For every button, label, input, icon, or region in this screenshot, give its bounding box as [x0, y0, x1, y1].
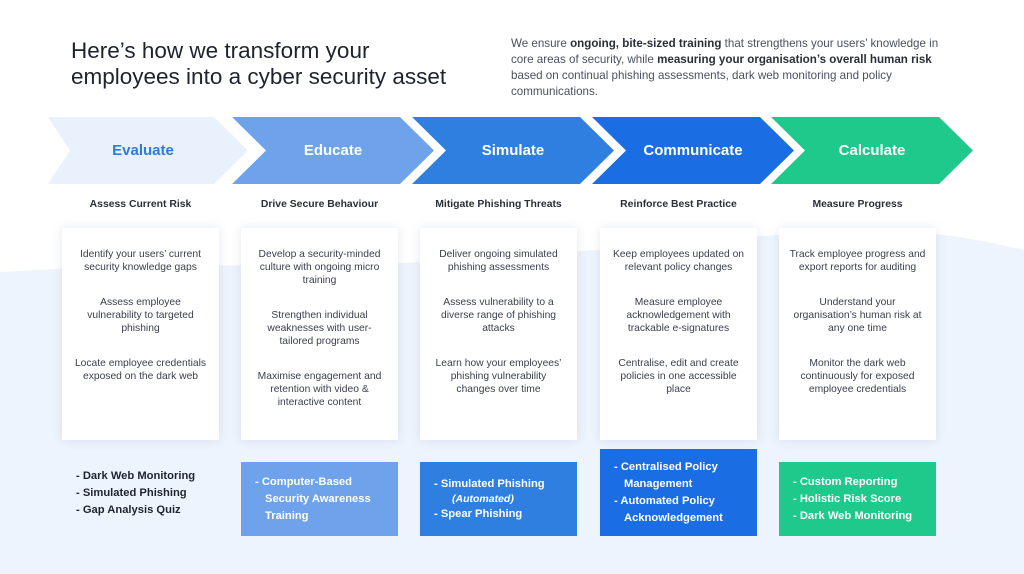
column-simulate: Mitigate Phishing Threats Deliver ongoin…	[420, 0, 577, 574]
step-label-calculate: Measure Progress	[779, 185, 936, 223]
step-details-communicate: Keep employees updated on relevant polic…	[600, 228, 757, 440]
page-headline: Here’s how we transform your employees i…	[71, 38, 491, 90]
detail-item: Assess employee vulnerability to targete…	[87, 297, 194, 334]
detail-item: Keep employees updated on relevant polic…	[612, 249, 745, 273]
product-item: - Simulated Phishing	[434, 477, 545, 490]
step-arrow-educate: Educate	[232, 117, 434, 184]
step-title-educate: Educate	[303, 142, 363, 159]
detail-item: Measure employee acknowledgement with tr…	[626, 297, 731, 334]
products-educate: - Computer-Based Security Awareness Trai…	[241, 462, 398, 536]
step-arrow-evaluate: Evaluate	[48, 117, 248, 184]
column-evaluate: Assess Current Risk Identify your users’…	[62, 0, 219, 574]
product-item: - Custom Reporting	[793, 475, 898, 488]
step-title-simulate: Simulate	[481, 142, 545, 159]
detail-item: Assess vulnerability to a diverse range …	[440, 297, 557, 334]
product-item: - Automated Policy	[614, 494, 715, 507]
column-communicate: Reinforce Best Practice Keep employees u…	[600, 0, 757, 574]
product-item: - Centralised Policy	[614, 460, 718, 473]
products-communicate: - Centralised Policy Management - Automa…	[600, 449, 757, 536]
product-item: - Gap Analysis Quiz	[76, 503, 181, 516]
product-item-note: (Automated)	[452, 492, 514, 505]
products-evaluate: - Dark Web Monitoring - Simulated Phishi…	[62, 450, 219, 536]
step-title-evaluate: Evaluate	[112, 142, 174, 159]
column-calculate: Measure Progress Track employee progress…	[779, 0, 936, 574]
product-item-continued: Security Awareness	[265, 492, 371, 505]
intro-text-3: based on continual phishing assessments,…	[511, 69, 892, 98]
intro-text-1: We ensure	[511, 37, 571, 50]
step-label-evaluate: Assess Current Risk	[62, 185, 219, 223]
product-item-continued: Acknowledgement	[624, 511, 723, 524]
products-simulate: - Simulated Phishing (Automated) - Spear…	[420, 462, 577, 536]
headline-line-2: employees into a cyber security asset	[71, 64, 447, 89]
detail-item: Identify your users’ current security kn…	[80, 249, 201, 273]
detail-item: Locate employee credentials exposed on t…	[74, 358, 207, 382]
product-item-continued: Training	[265, 509, 309, 522]
detail-item: Learn how your employees’ phishing vulne…	[435, 358, 562, 395]
step-label-educate: Drive Secure Behaviour	[241, 185, 398, 223]
product-item-continued: Management	[624, 477, 693, 490]
step-details-evaluate: Identify your users’ current security kn…	[62, 228, 219, 440]
product-item: - Holistic Risk Score	[793, 492, 902, 505]
intro-text-2: that strengthens your users’ knowledge i…	[511, 37, 939, 66]
step-details-calculate: Track employee progress and export repor…	[779, 228, 936, 440]
detail-item: Develop a security-minded culture with o…	[258, 249, 381, 286]
step-label-simulate: Mitigate Phishing Threats	[420, 185, 577, 223]
detail-item: Deliver ongoing simulated phishing asses…	[439, 249, 558, 273]
detail-item: Strengthen individual weaknesses with us…	[267, 310, 372, 347]
detail-item: Centralise, edit and create policies in …	[618, 358, 739, 395]
step-title-communicate: Communicate	[643, 142, 743, 159]
step-title-calculate: Calculate	[838, 142, 906, 159]
headline-line-1: Here’s how we transform your	[71, 38, 370, 63]
product-item: - Computer-Based	[255, 475, 352, 488]
step-details-educate: Develop a security-minded culture with o…	[241, 228, 398, 440]
detail-item: Monitor the dark web continuously for ex…	[800, 358, 915, 395]
product-item: - Simulated Phishing	[76, 486, 187, 499]
process-arrows: Evaluate Educate Simulate Communicate Ca…	[0, 117, 1024, 184]
products-calculate: - Custom Reporting - Holistic Risk Score…	[779, 462, 936, 536]
detail-item: Understand your organisation’s human ris…	[793, 297, 922, 334]
product-item: - Dark Web Monitoring	[76, 469, 196, 482]
intro-bold-2: measuring your organisation’s overall hu…	[657, 53, 932, 66]
detail-item: Track employee progress and export repor…	[789, 249, 926, 273]
step-arrow-simulate: Simulate	[412, 117, 614, 184]
step-label-communicate: Reinforce Best Practice	[600, 185, 757, 223]
step-details-simulate: Deliver ongoing simulated phishing asses…	[420, 228, 577, 440]
step-arrow-communicate: Communicate	[592, 117, 794, 184]
intro-bold-1: ongoing, bite-sized training	[570, 37, 722, 50]
intro-paragraph: We ensure ongoing, bite-sized training t…	[511, 36, 941, 100]
product-item: - Dark Web Monitoring	[793, 509, 913, 522]
detail-item: Maximise engagement and retention with v…	[257, 371, 382, 408]
column-educate: Drive Secure Behaviour Develop a securit…	[241, 0, 398, 574]
product-item: - Spear Phishing	[434, 507, 523, 520]
step-arrow-calculate: Calculate	[771, 117, 973, 184]
